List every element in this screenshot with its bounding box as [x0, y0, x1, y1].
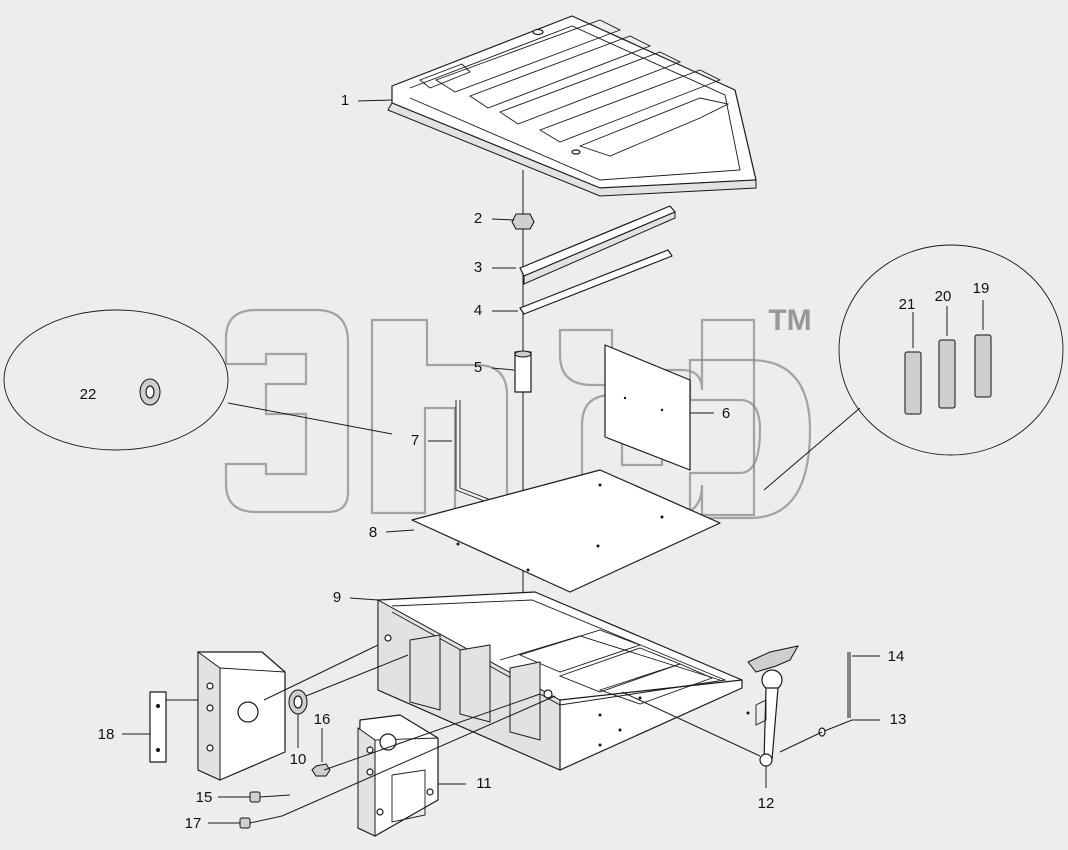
callout-8: 8: [369, 524, 377, 541]
callout-21: 21: [899, 296, 916, 313]
part-pin-14: [847, 652, 851, 718]
leader-lines: [122, 99, 880, 824]
watermark-tm: TM: [768, 304, 811, 337]
callout-13: 13: [890, 711, 907, 728]
part-bolt-17: [239, 815, 283, 829]
callout-18: 18: [98, 726, 115, 743]
callout-15: 15: [196, 789, 213, 806]
part-spacer: [514, 350, 532, 393]
callout-4: 4: [474, 302, 482, 319]
callout-11: 11: [476, 775, 492, 792]
part-gasket-strip: [519, 249, 673, 315]
part-bracket-left: [197, 651, 286, 781]
part-bolt-15: [249, 791, 291, 803]
callout-14: 14: [888, 648, 905, 665]
part-t-handle: [747, 645, 799, 767]
callout-12: 12: [758, 795, 775, 812]
part-strip: [519, 205, 676, 285]
callout-5: 5: [474, 359, 482, 376]
part-pin-13: [818, 719, 853, 737]
callout-22: 22: [80, 386, 97, 403]
callout-1: 1: [341, 92, 349, 109]
callout-2: 2: [474, 210, 482, 227]
callout-17: 17: [185, 815, 202, 832]
callout-6: 6: [722, 405, 730, 422]
part-tray: [377, 591, 750, 771]
callout-20: 20: [935, 288, 952, 305]
part-grommet: [288, 689, 308, 715]
callout-10: 10: [290, 751, 307, 768]
part-small-plate: [149, 691, 167, 763]
part-sheet: [604, 344, 691, 471]
detail-circle-labels: [763, 244, 1064, 491]
part-small-nut: [311, 763, 331, 777]
part-nut: [511, 213, 535, 230]
callout-7: 7: [411, 432, 419, 449]
part-plate: [411, 469, 721, 593]
detail-circle-grommet: [3, 309, 393, 451]
callout-16: 16: [314, 711, 331, 728]
part-hinge-bracket: [357, 714, 439, 837]
callouts: 1 2 3 4 5 6 7 8 9 10 11 12 13 14 15 16 1…: [80, 92, 990, 832]
callout-19: 19: [973, 280, 990, 297]
part-lid: [387, 15, 757, 197]
callout-3: 3: [474, 259, 482, 276]
callout-9: 9: [333, 589, 341, 606]
